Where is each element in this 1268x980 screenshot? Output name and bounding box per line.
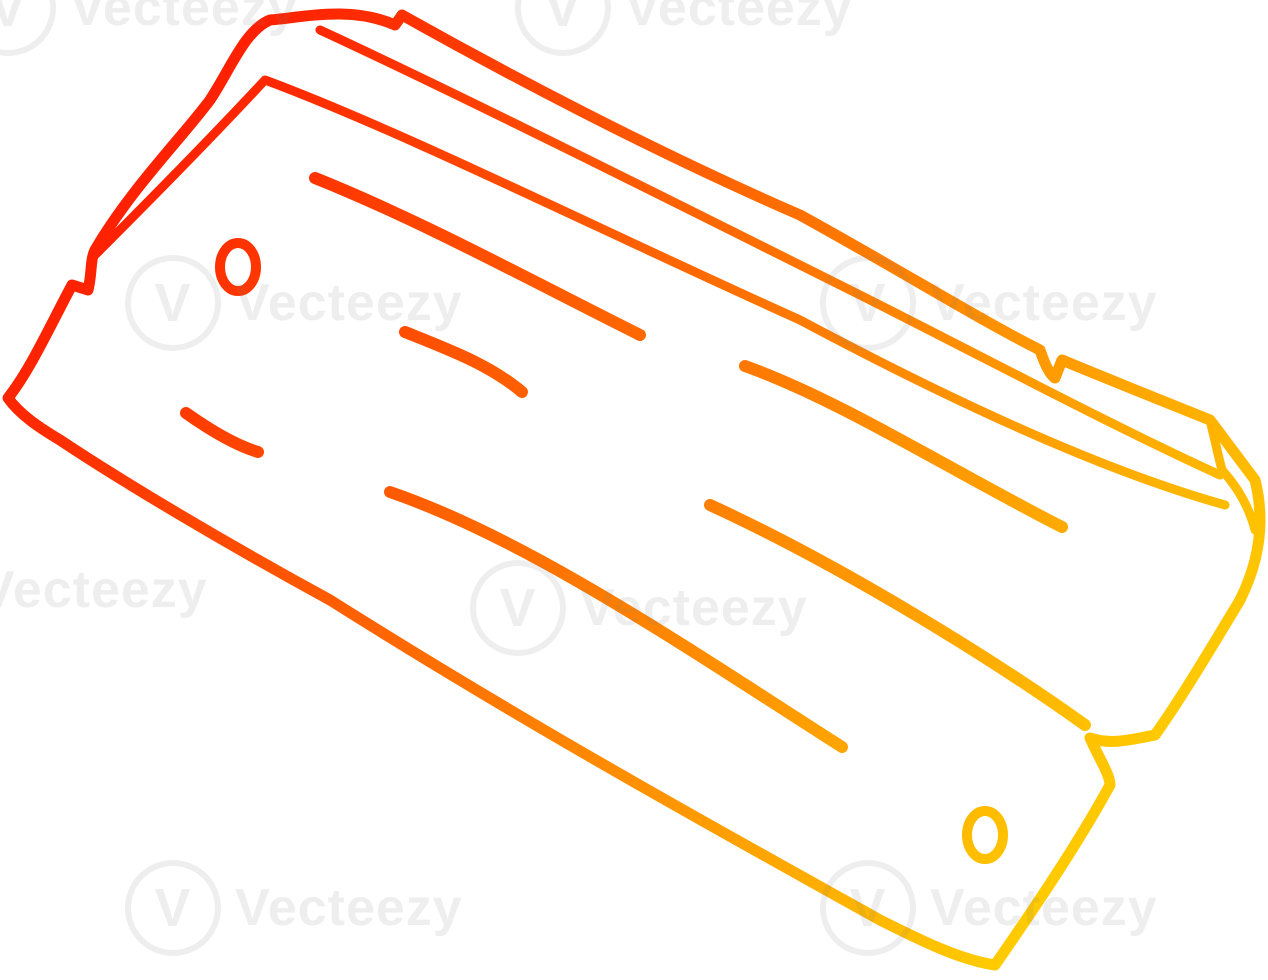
grain-line-4 [739, 360, 1068, 533]
plank-outline [2, 8, 1266, 971]
plank-face-edge [90, 75, 1230, 510]
nail-hole-right [962, 806, 1008, 864]
plank-top-edge [315, 25, 1225, 480]
plank-end-edge [1205, 415, 1260, 535]
grain-line-3 [180, 407, 264, 458]
grain-line-6 [704, 499, 1091, 731]
grain-line-2 [399, 326, 528, 398]
grain-line-5 [384, 486, 848, 753]
grain-line-1 [309, 172, 646, 341]
nail-hole-left [215, 238, 261, 296]
